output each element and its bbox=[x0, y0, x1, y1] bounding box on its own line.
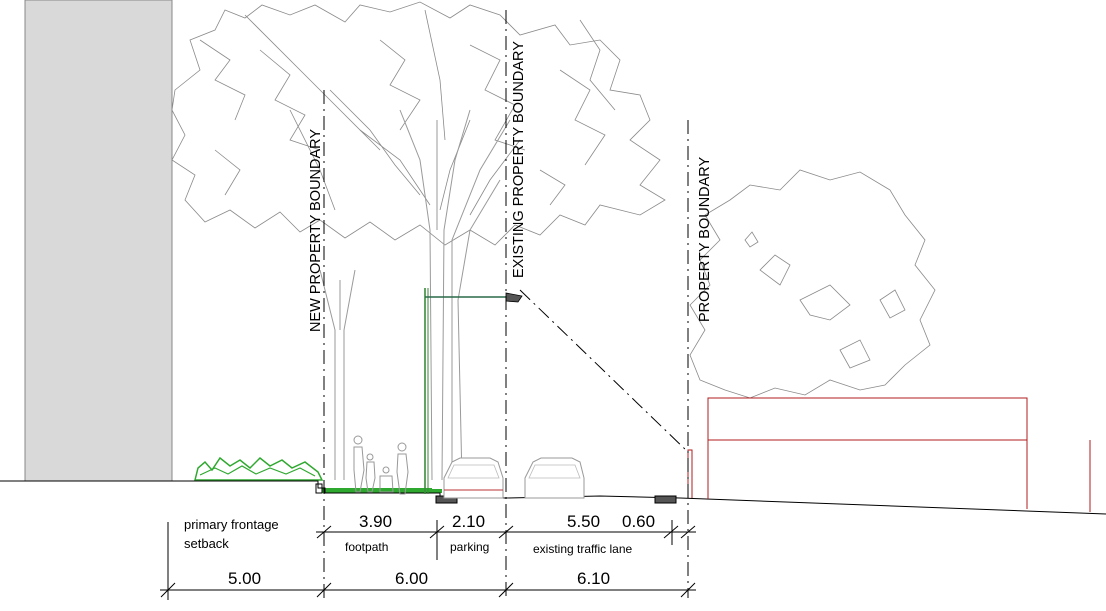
street-tree-canopy bbox=[171, 1, 666, 246]
traffic-car bbox=[524, 457, 585, 499]
verge-dimension: 6.00 bbox=[395, 569, 428, 588]
property-boundary-label: PROPERTY BOUNDARY bbox=[697, 156, 713, 322]
traffic-lane-dimension: 5.50 bbox=[567, 512, 600, 531]
parking-label: parking bbox=[450, 540, 489, 554]
sight-line bbox=[519, 289, 689, 453]
lower-dimension-line bbox=[160, 582, 696, 598]
road-dimension: 6.10 bbox=[577, 569, 610, 588]
footpath-label: footpath bbox=[345, 540, 388, 554]
new-property-boundary-label: NEW PROPERTY BOUNDARY bbox=[308, 129, 324, 332]
upper-dimension-line bbox=[167, 520, 696, 600]
background-tree bbox=[689, 169, 936, 399]
street-tree-trunks bbox=[319, 109, 511, 481]
kerb-dimension: 0.60 bbox=[622, 512, 655, 531]
parking-dimension: 2.10 bbox=[452, 512, 485, 531]
existing-property-boundary-label: EXISTING PROPERTY BOUNDARY bbox=[511, 41, 527, 278]
hedge bbox=[194, 456, 442, 493]
setback-label-line1: primary frontage bbox=[184, 517, 279, 532]
neighbour-building bbox=[687, 397, 1091, 512]
pedestrians bbox=[353, 435, 409, 495]
setback-label-line2: setback bbox=[184, 536, 229, 551]
existing-building bbox=[24, 0, 173, 482]
setback-dimension: 5.00 bbox=[228, 569, 261, 588]
parked-car bbox=[443, 457, 504, 499]
planting-strip bbox=[322, 488, 432, 493]
traffic-lane-label: existing traffic lane bbox=[533, 542, 632, 556]
kerb-right bbox=[654, 495, 677, 504]
footpath-dimension: 3.90 bbox=[359, 512, 392, 531]
